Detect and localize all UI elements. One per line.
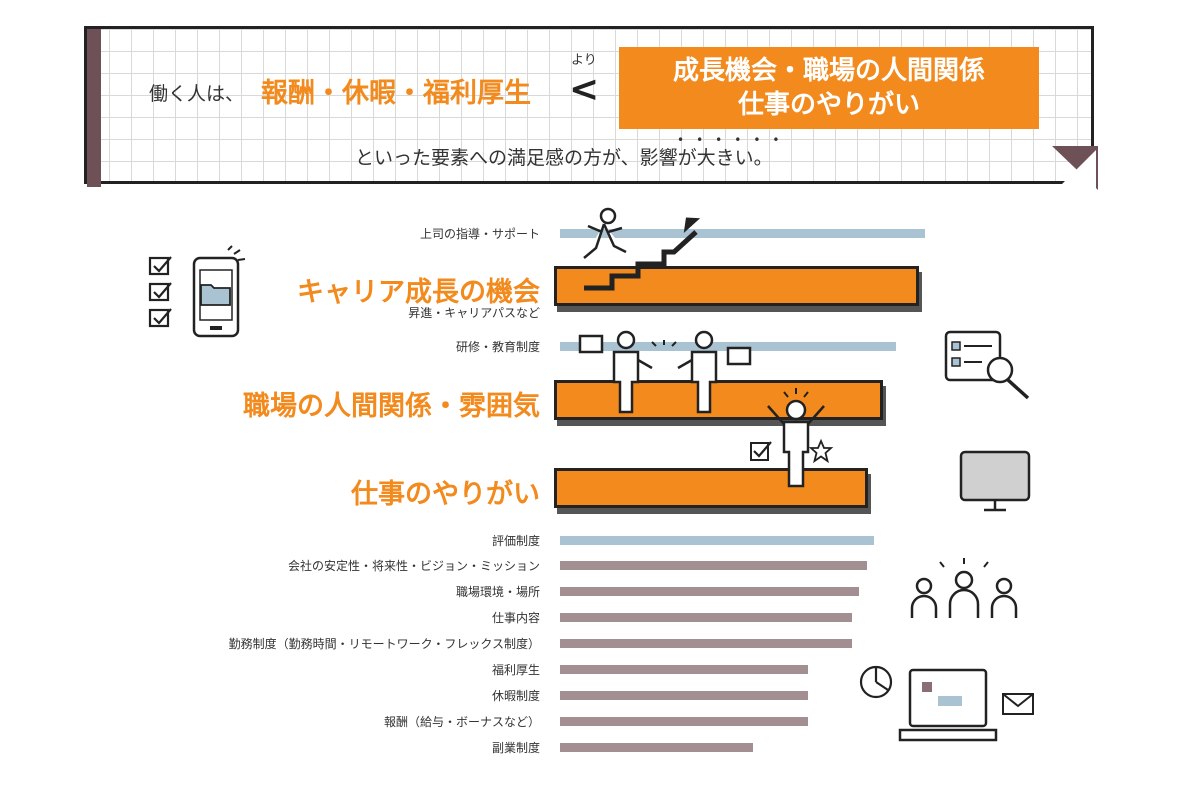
mauve-bar	[560, 639, 852, 648]
banner-fold	[1056, 150, 1096, 190]
highlight-bar	[554, 468, 868, 508]
banner-yori: より	[571, 53, 597, 68]
cheering-person-icon	[767, 388, 825, 488]
headline-banner: 働く人は、 報酬・休暇・福利厚生 より < 成長機会・職場の人間関係 仕事のやり…	[84, 26, 1114, 194]
category-label: 報酬（給与・ボーナスなど）	[383, 715, 540, 729]
category-label: 研修・教育制度	[455, 340, 540, 354]
blue-bar	[560, 229, 925, 238]
checklist-icon	[148, 256, 172, 328]
highlight-category-label: 仕事のやりがい	[351, 479, 540, 510]
highlight-bar	[554, 380, 883, 420]
mauve-bar	[560, 561, 867, 570]
banner-highlight-box: 成長機会・職場の人間関係 仕事のやりがい	[619, 47, 1039, 129]
category-label: 職場環境・場所	[455, 585, 540, 599]
magnifier-icon	[986, 356, 1030, 400]
banner-subtext: といった要素への満足感の方が、影響が大きい。	[355, 147, 773, 169]
category-label: 会社の安定性・将来性・ビジョン・ミッション	[287, 559, 540, 573]
speech-bubble-icon	[578, 334, 604, 354]
banner-box-line1: 成長機会・職場の人間関係	[672, 56, 985, 86]
category-label: 休暇制度	[491, 689, 540, 703]
category-label: 福利厚生	[491, 663, 540, 677]
monitor-icon	[959, 450, 1031, 512]
category-label: 上司の指導・サポート	[419, 227, 540, 241]
envelope-icon	[1002, 693, 1034, 715]
category-label: 評価制度	[491, 534, 540, 548]
mauve-bar	[560, 691, 808, 700]
growth-arrow-icon	[683, 217, 701, 234]
highlight-category-label: キャリア成長の機会	[297, 277, 540, 308]
laptop-icon	[898, 668, 998, 742]
mauve-bar	[560, 717, 808, 726]
banner-prefix: 働く人は、	[149, 83, 245, 105]
banner-grid-panel: 働く人は、 報酬・休暇・福利厚生 より < 成長機会・職場の人間関係 仕事のやり…	[84, 26, 1094, 187]
highlight-bar	[554, 266, 919, 306]
mauve-bar	[560, 665, 808, 674]
category-label: 勤務制度（勤務時間・リモートワーク・フレックス制度）	[228, 637, 540, 651]
less-than-symbol: <	[569, 69, 600, 110]
banner-edge	[87, 29, 101, 187]
banner-box-line2: 仕事のやりがい	[737, 90, 920, 120]
category-sublabel: 昇進・キャリアパスなど	[408, 306, 540, 320]
mauve-bar	[560, 613, 852, 622]
folder-icon	[200, 284, 231, 306]
blue-bar	[560, 342, 896, 351]
highlight-category-label: 職場の人間関係・雰囲気	[243, 391, 540, 422]
stair-climber-icon	[583, 207, 701, 291]
group-icon	[910, 558, 1018, 618]
blue-bar	[560, 536, 874, 545]
conversation-icon	[578, 330, 752, 414]
form-search-icon	[944, 330, 1030, 400]
checkbox-icon	[750, 441, 772, 461]
pie-chart-icon	[859, 665, 893, 699]
category-label: 仕事内容	[491, 611, 540, 625]
category-label: 副業制度	[491, 741, 540, 755]
emphasis-dots: ••••••	[677, 133, 792, 147]
mauve-bar	[560, 743, 753, 752]
banner-compared-items: 報酬・休暇・福利厚生	[261, 78, 531, 109]
mauve-bar	[560, 587, 859, 596]
star-icon	[808, 438, 834, 464]
